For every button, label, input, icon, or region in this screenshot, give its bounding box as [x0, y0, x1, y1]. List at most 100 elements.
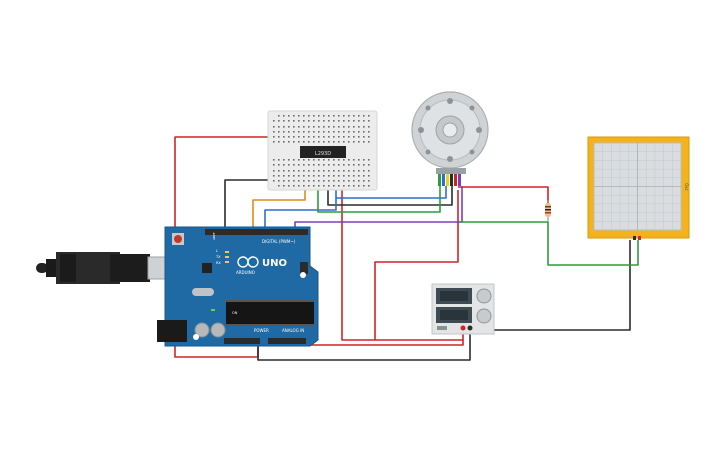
breadboard-hole[interactable] — [363, 126, 365, 128]
breadboard-hole[interactable] — [343, 136, 345, 138]
breadboard-hole[interactable] — [343, 159, 345, 161]
breadboard-hole[interactable] — [273, 159, 275, 161]
breadboard-hole[interactable] — [313, 170, 315, 172]
breadboard-hole[interactable] — [333, 185, 335, 187]
breadboard-hole[interactable] — [368, 115, 370, 117]
breadboard-hole[interactable] — [318, 159, 320, 161]
breadboard-hole[interactable] — [283, 141, 285, 143]
breadboard-hole[interactable] — [313, 120, 315, 122]
breadboard-hole[interactable] — [348, 180, 350, 182]
breadboard-hole[interactable] — [303, 115, 305, 117]
scope-probe-terminal[interactable] — [638, 236, 641, 240]
voltage-knob[interactable] — [476, 288, 492, 304]
supply-negative-terminal[interactable] — [467, 325, 473, 331]
breadboard-hole[interactable] — [303, 180, 305, 182]
breadboard-hole[interactable] — [303, 185, 305, 187]
breadboard-hole[interactable] — [343, 131, 345, 133]
breadboard-hole[interactable] — [278, 159, 280, 161]
breadboard-hole[interactable] — [313, 141, 315, 143]
breadboard-hole[interactable] — [343, 115, 345, 117]
breadboard-hole[interactable] — [293, 159, 295, 161]
breadboard-hole[interactable] — [328, 175, 330, 177]
breadboard-hole[interactable] — [348, 141, 350, 143]
breadboard-hole[interactable] — [313, 131, 315, 133]
breadboard-hole[interactable] — [358, 159, 360, 161]
wire-purple-pin[interactable] — [294, 186, 463, 232]
breadboard-hole[interactable] — [293, 164, 295, 166]
breadboard-hole[interactable] — [343, 120, 345, 122]
breadboard-hole[interactable] — [273, 141, 275, 143]
scope-probe-terminal[interactable] — [633, 236, 636, 240]
breadboard-hole[interactable] — [283, 164, 285, 166]
breadboard-hole[interactable] — [283, 185, 285, 187]
breadboard-hole[interactable] — [348, 115, 350, 117]
breadboard-hole[interactable] — [333, 141, 335, 143]
breadboard-hole[interactable] — [368, 175, 370, 177]
breadboard-hole[interactable] — [273, 136, 275, 138]
breadboard-hole[interactable] — [333, 131, 335, 133]
breadboard-hole[interactable] — [348, 170, 350, 172]
breadboard-hole[interactable] — [283, 170, 285, 172]
breadboard-hole[interactable] — [273, 164, 275, 166]
breadboard-hole[interactable] — [338, 136, 340, 138]
breadboard-hole[interactable] — [283, 131, 285, 133]
breadboard-hole[interactable] — [298, 141, 300, 143]
breadboard-hole[interactable] — [278, 120, 280, 122]
breadboard-hole[interactable] — [293, 141, 295, 143]
power-supply[interactable] — [431, 283, 495, 335]
breadboard-hole[interactable] — [323, 175, 325, 177]
breadboard-hole[interactable] — [343, 185, 345, 187]
breadboard-hole[interactable] — [343, 180, 345, 182]
breadboard-hole[interactable] — [348, 126, 350, 128]
breadboard-hole[interactable] — [278, 136, 280, 138]
breadboard-hole[interactable] — [363, 141, 365, 143]
breadboard-hole[interactable] — [308, 185, 310, 187]
analog-header[interactable] — [268, 338, 306, 344]
breadboard-hole[interactable] — [343, 126, 345, 128]
breadboard-hole[interactable] — [313, 126, 315, 128]
arduino-uno[interactable]: UNO ARDUINO DIGITAL (PWM~) POWER ANALOG … — [36, 226, 319, 347]
current-knob[interactable] — [476, 308, 492, 324]
breadboard-hole[interactable] — [363, 115, 365, 117]
breadboard-hole[interactable] — [273, 170, 275, 172]
breadboard-hole[interactable] — [298, 120, 300, 122]
breadboard-hole[interactable] — [273, 180, 275, 182]
breadboard-hole[interactable] — [348, 120, 350, 122]
breadboard-hole[interactable] — [328, 141, 330, 143]
breadboard-hole[interactable] — [328, 164, 330, 166]
breadboard-hole[interactable] — [338, 141, 340, 143]
breadboard-hole[interactable] — [328, 136, 330, 138]
breadboard-hole[interactable] — [303, 136, 305, 138]
breadboard-hole[interactable] — [298, 115, 300, 117]
breadboard-hole[interactable] — [323, 141, 325, 143]
breadboard-hole[interactable] — [293, 180, 295, 182]
breadboard-hole[interactable] — [313, 159, 315, 161]
breadboard-hole[interactable] — [298, 126, 300, 128]
breadboard-hole[interactable] — [303, 164, 305, 166]
breadboard-hole[interactable] — [308, 131, 310, 133]
breadboard-hole[interactable] — [278, 185, 280, 187]
breadboard-hole[interactable] — [318, 180, 320, 182]
breadboard-hole[interactable] — [293, 170, 295, 172]
breadboard-hole[interactable] — [358, 126, 360, 128]
breadboard-hole[interactable] — [283, 120, 285, 122]
breadboard-hole[interactable] — [308, 159, 310, 161]
breadboard-hole[interactable] — [333, 170, 335, 172]
breadboard-hole[interactable] — [358, 164, 360, 166]
breadboard-hole[interactable] — [363, 131, 365, 133]
breadboard-hole[interactable] — [283, 115, 285, 117]
breadboard-hole[interactable] — [358, 180, 360, 182]
breadboard-hole[interactable] — [298, 159, 300, 161]
breadboard-hole[interactable] — [288, 159, 290, 161]
wire-black-supply-scope[interactable] — [470, 240, 631, 331]
breadboard-hole[interactable] — [313, 180, 315, 182]
breadboard-hole[interactable] — [328, 115, 330, 117]
breadboard-hole[interactable] — [358, 136, 360, 138]
breadboard-hole[interactable] — [303, 141, 305, 143]
breadboard[interactable]: L293D — [267, 110, 378, 191]
breadboard-hole[interactable] — [278, 175, 280, 177]
breadboard-hole[interactable] — [313, 185, 315, 187]
wire-red-motor-supply[interactable] — [374, 190, 459, 340]
breadboard-hole[interactable] — [333, 159, 335, 161]
